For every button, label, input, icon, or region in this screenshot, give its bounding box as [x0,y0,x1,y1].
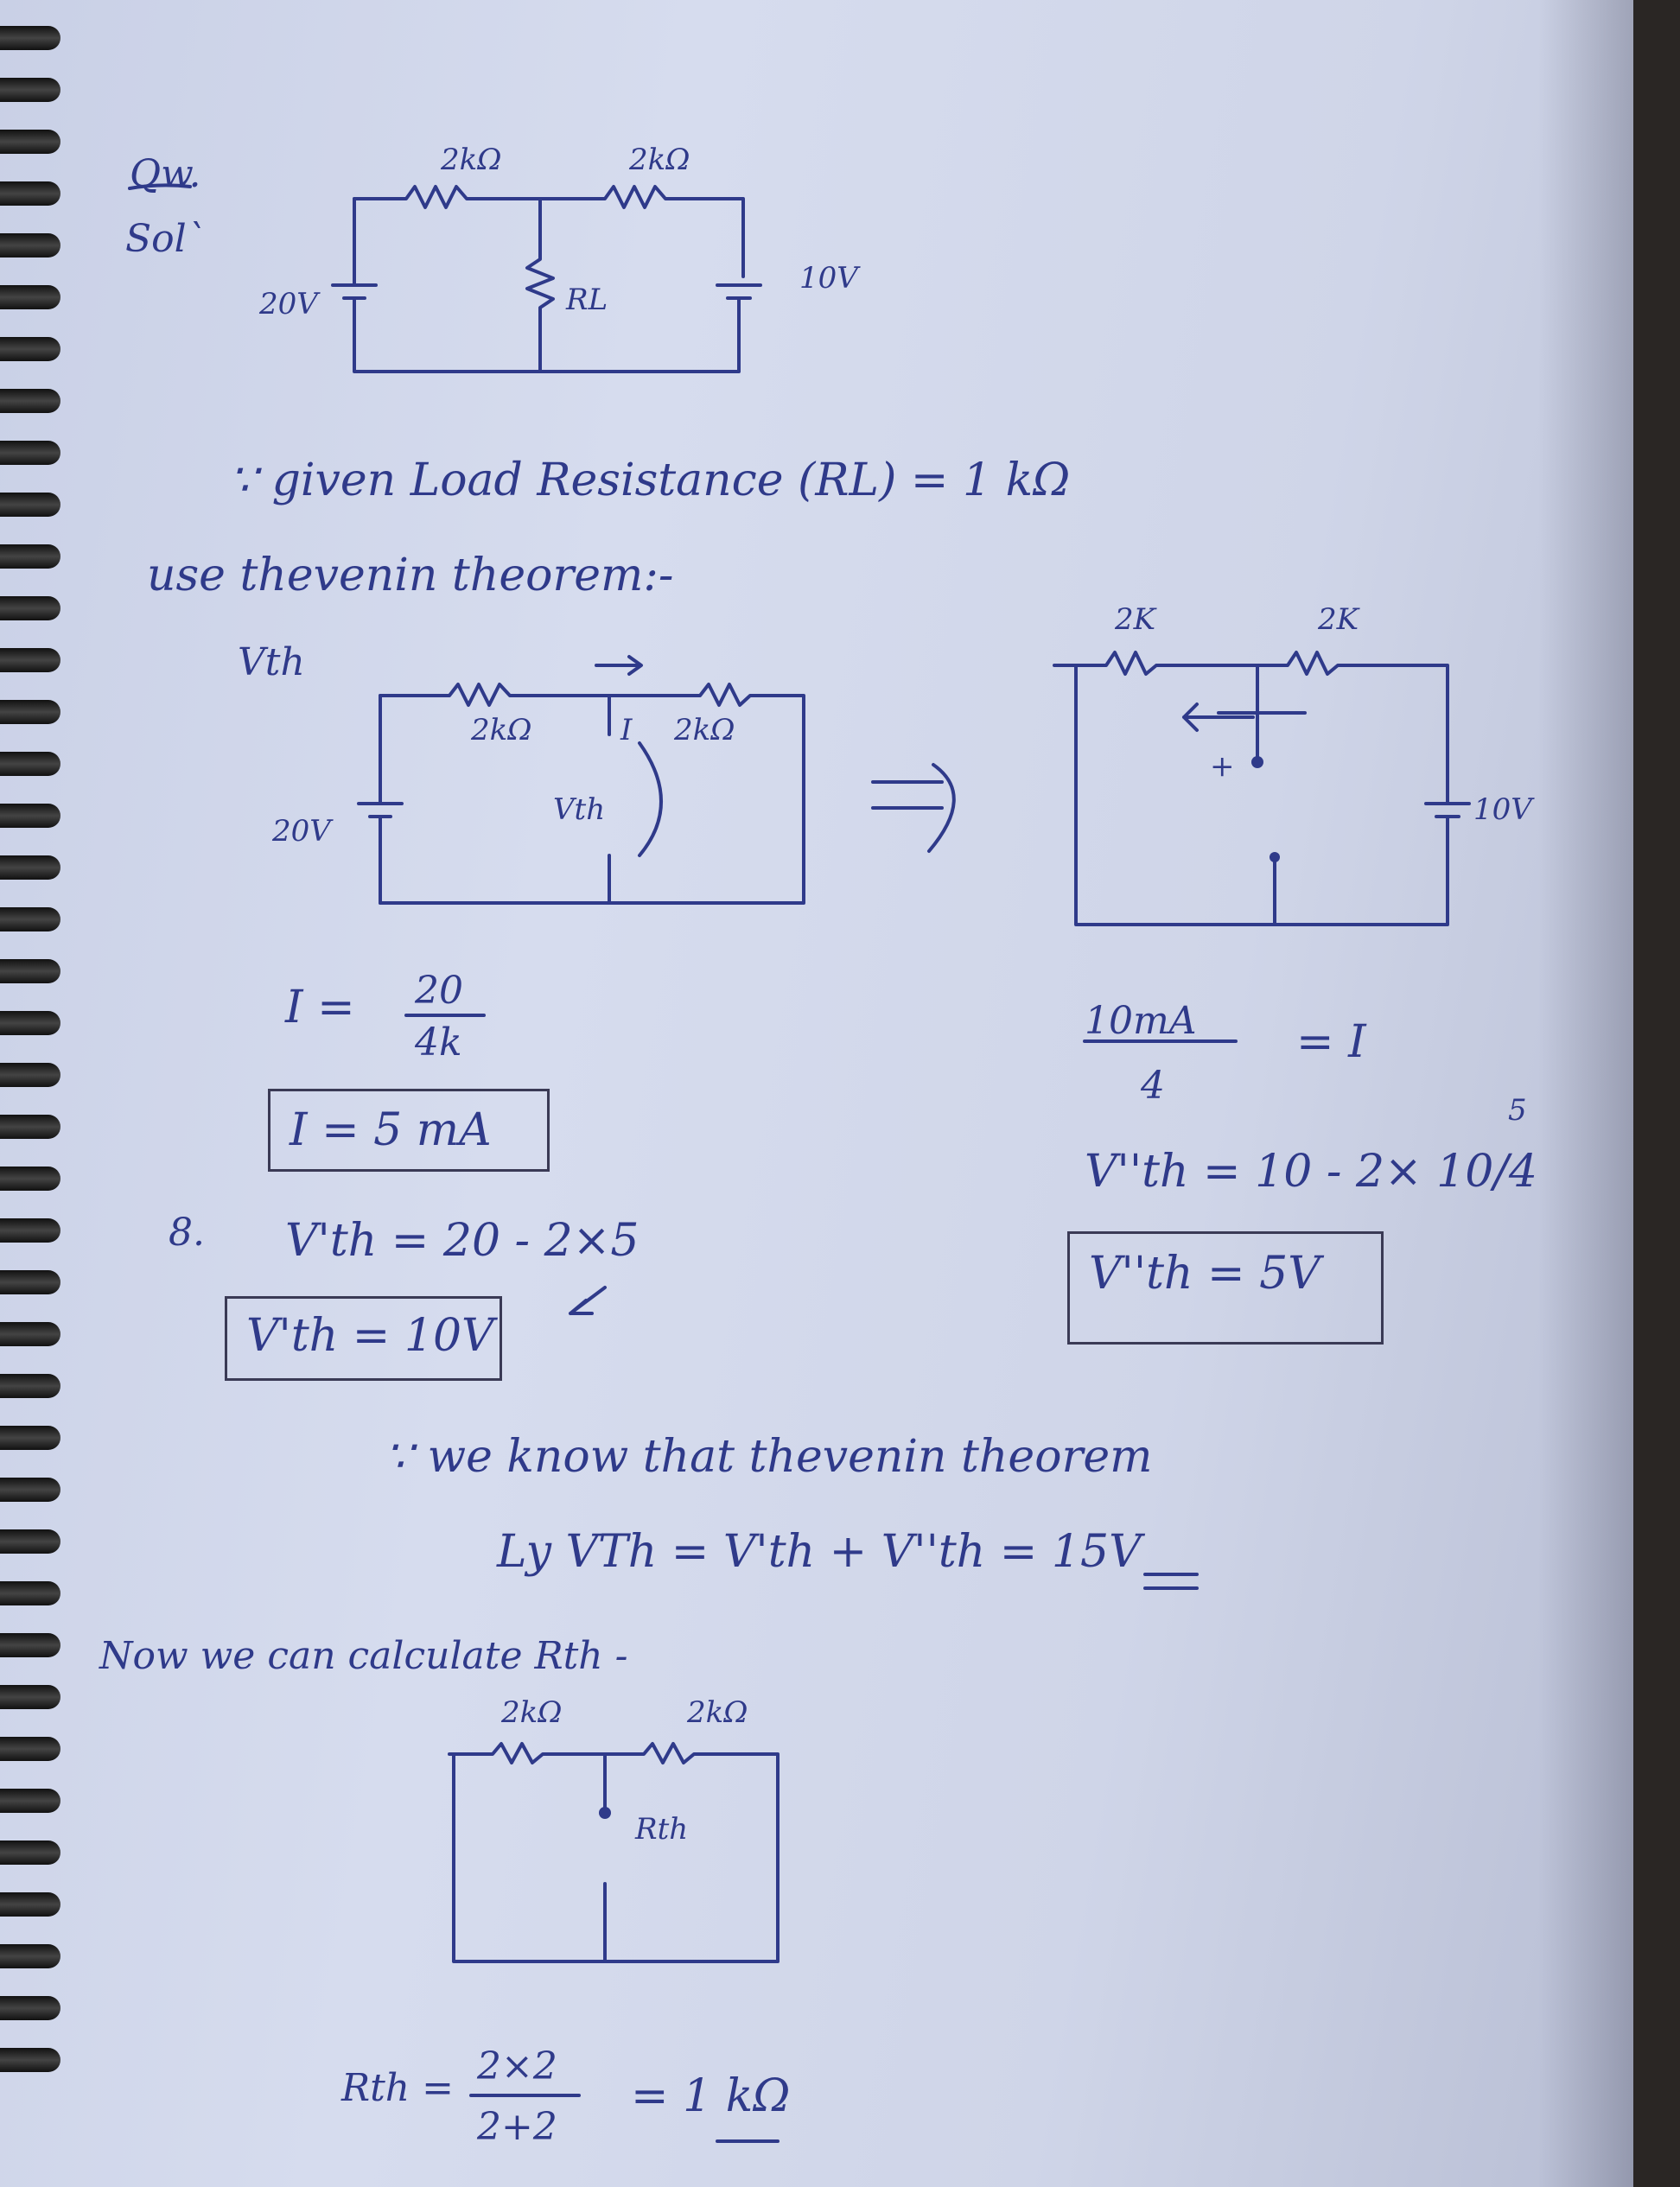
binding-ring [0,1167,60,1191]
binding-ring [0,1581,60,1605]
binding-ring [0,1944,60,1968]
circuit2-r1-label: 2kΩ [471,713,532,747]
circuit3-r2-label: 2K [1318,602,1359,637]
binding-ring [0,1892,60,1917]
binding-ring [0,1063,60,1087]
binding-ring [0,1737,60,1761]
thevenin-note: ∵ we know that thevenin theorem [385,1431,1153,1483]
circuit1-r2-label: 2kΩ [629,143,690,177]
circuit1-vleft-label: 20V [259,287,318,321]
rth-intro: Now we can calculate Rth - [99,1634,628,1678]
notebook-page: Qw. Sol` 2kΩ 2kΩ 20V 10V RL ∵ given Load… [0,0,1633,2187]
current-lhs: I = [285,982,355,1033]
binding-ring [0,78,60,102]
circuit4-rth-label: Rth [635,1812,689,1847]
binding-ring [0,1322,60,1346]
circuit2-vth-label: Vth [553,792,606,827]
circuit3-r1-label: 2K [1115,602,1156,637]
circuit4-r1-label: 2kΩ [501,1695,563,1730]
binding-ring [0,1426,60,1450]
binding-ring [0,337,60,361]
use-statement: use thevenin theorem:- [147,550,674,601]
binding-ring [0,804,60,828]
binding-ring [0,26,60,50]
binding-ring [0,1633,60,1657]
binding-ring [0,2048,60,2072]
circuit-4 [448,1742,780,1963]
binding-ring [0,544,60,569]
circuit3-plus-label: + [1210,749,1235,784]
circuit1-r1-label: 2kΩ [441,143,502,177]
vth2-equation: V''th = 10 - 2× 10/4 [1085,1146,1537,1198]
binding-ring [0,1218,60,1243]
current-result: I = 5 mA [290,1104,492,1156]
vth1-result-box [225,1296,502,1381]
calc-right-numerator: 10mA [1085,999,1197,1043]
binding-ring [0,1011,60,1035]
binding-ring [0,1841,60,1865]
circuit-3 [1053,651,1471,926]
binding-ring [0,181,60,206]
vth1-equation: V'th = 20 - 2×5 [285,1215,640,1267]
five-annotation: 5 [1508,1093,1527,1128]
circuit-1 [331,185,762,373]
binding-ring [0,1789,60,1813]
binding-ring [0,441,60,465]
step-label: 8. [169,1211,205,1255]
binding-ring [0,907,60,931]
circuit-drawings [128,183,1471,2143]
rth-lhs: Rth = [341,2066,455,2110]
binding-ring [0,1529,60,1554]
binding-ring [0,389,60,413]
binding-ring [0,959,60,983]
circuit4-r2-label: 2kΩ [687,1695,748,1730]
binding-ring [0,1685,60,1709]
calc-right-rhs: = I [1296,1016,1366,1068]
current-numerator: 20 [415,969,463,1013]
binding-ring [0,1478,60,1502]
vth1-result: V'th = 10V [246,1310,494,1362]
current-result-box [268,1089,550,1172]
binding-ring [0,1374,60,1398]
circuit1-rl-label: RL [566,283,608,317]
circuit1-vright-label: 10V [799,261,858,296]
circuit-2 [357,655,805,905]
binding-ring [0,233,60,257]
circuit2-r2-label: 2kΩ [674,713,735,747]
binding-ring [0,285,60,309]
rth-denominator: 2+2 [477,2105,557,2149]
thevenin-equation: Ly VTh = V'th + V''th = 15V [497,1526,1142,1578]
question-label: Qw. [130,152,201,196]
binding-ring [0,1270,60,1294]
page-edge-shadow [1538,0,1633,2187]
circuit2-title: Vth [238,640,305,684]
binding-ring [0,493,60,517]
binding-ring [0,752,60,776]
binding-ring [0,596,60,620]
rth-result: = 1 kΩ [631,2070,791,2122]
binding-ring [0,1996,60,2020]
binding-ring [0,648,60,672]
rth-numerator: 2×2 [477,2044,557,2088]
binding-ring [0,130,60,154]
binding-ring [0,855,60,880]
current-denominator: 4k [415,1020,462,1065]
calc-right-denominator: 4 [1141,1064,1165,1108]
circuit2-vleft-label: 20V [272,814,331,849]
vth2-result: V''th = 5V [1089,1248,1320,1300]
solution-label: Sol` [125,217,206,261]
binding-ring [0,700,60,724]
circuit3-vright-label: 10V [1473,792,1532,827]
given-statement: ∵ given Load Resistance (RL) = 1 kΩ [229,455,1071,506]
circuit2-current-label: I [620,713,633,747]
binding-ring [0,1115,60,1139]
vth2-result-box [1067,1231,1384,1345]
